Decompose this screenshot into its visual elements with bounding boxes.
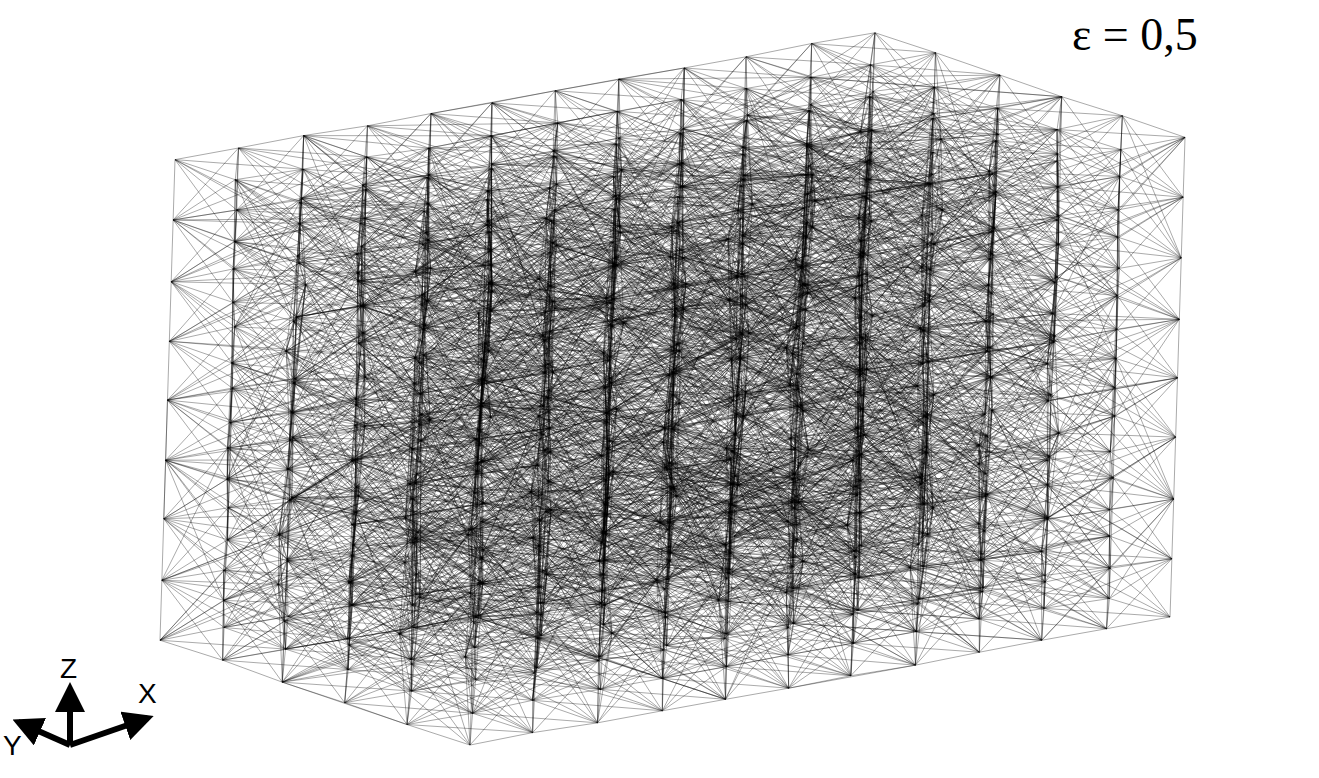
axis-label: Y: [3, 732, 22, 760]
strain-label: ε = 0,5: [1072, 12, 1198, 58]
truss-mesh: [160, 33, 1185, 745]
y-axis-arrow: [18, 722, 70, 745]
truss-members: [160, 33, 1185, 745]
z-axis-arrow: [67, 688, 73, 745]
x-axis-arrow: [70, 718, 148, 745]
axis-label: X: [138, 680, 157, 708]
axis-label: Z: [60, 655, 77, 683]
axis-triad: [18, 688, 148, 745]
